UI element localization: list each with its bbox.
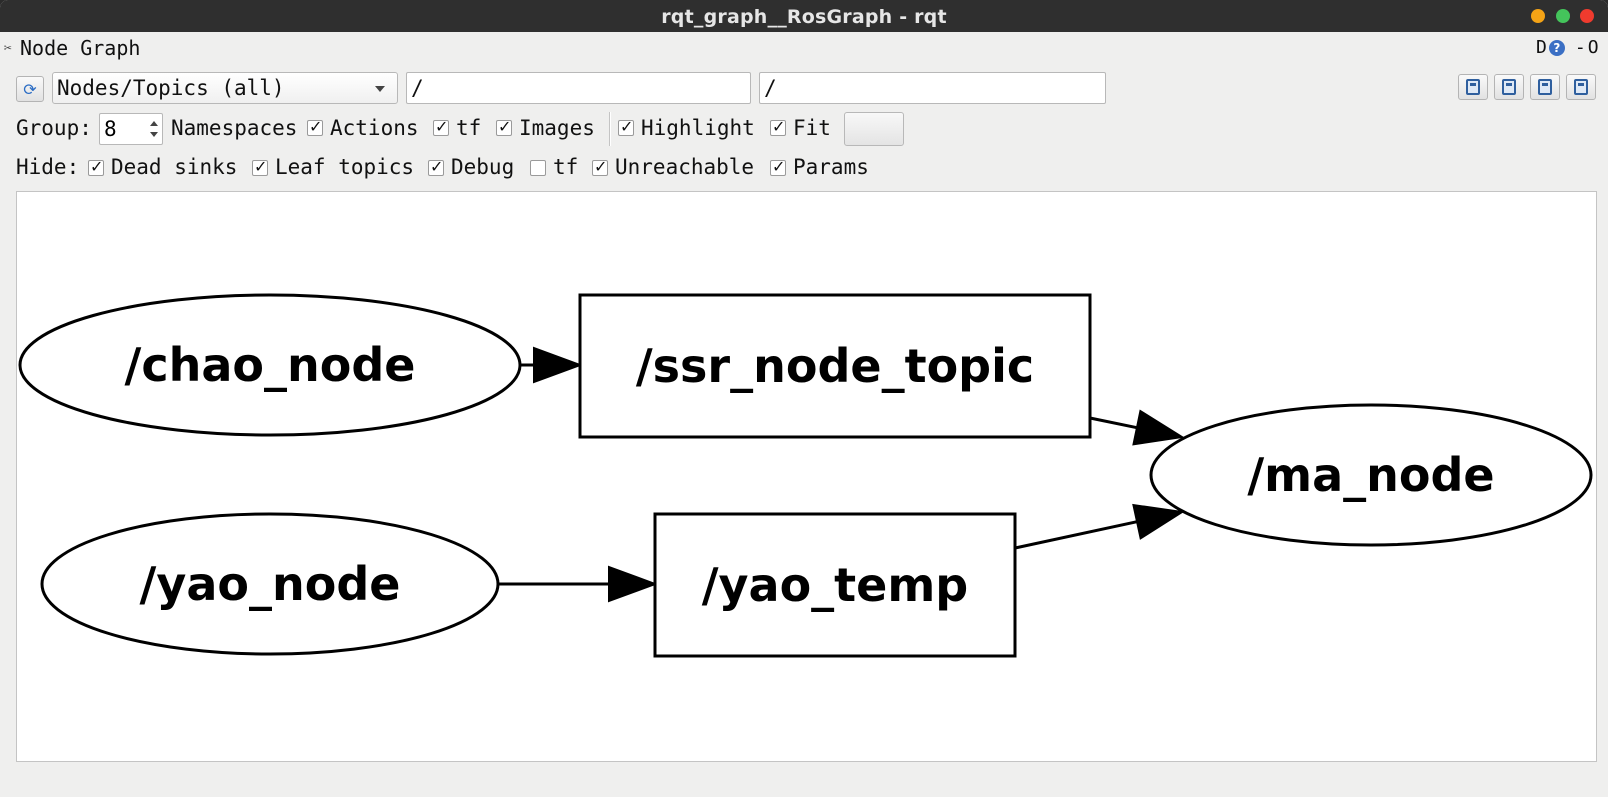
close-window-button[interactable]	[1580, 9, 1594, 23]
leaf-topics-checkbox[interactable]	[252, 157, 268, 176]
ros-node-chao[interactable]	[18, 293, 522, 437]
save-dot-button[interactable]	[1494, 74, 1524, 100]
highlight-label[interactable]: Highlight	[641, 116, 755, 140]
save-svg-icon	[1538, 79, 1552, 95]
debug-checkbox[interactable]	[428, 157, 444, 176]
plugin-title: Node Graph	[20, 36, 141, 60]
dock-button[interactable]: D	[1536, 37, 1547, 58]
load-dot-button[interactable]	[1458, 74, 1488, 100]
toolbar-separator	[609, 112, 611, 146]
topic-filter-input[interactable]: /	[759, 72, 1106, 104]
group-spinbox[interactable]: 8	[99, 113, 163, 145]
topic-label-yaotemp: /yao_temp	[702, 558, 968, 612]
load-icon	[1466, 79, 1480, 95]
edge-ssr-to-ma[interactable]	[1089, 416, 1138, 430]
graph-type-select[interactable]: Nodes/Topics (all)	[52, 72, 398, 104]
actions-label[interactable]: Actions	[330, 116, 419, 140]
dead-sinks-label[interactable]: Dead sinks	[111, 155, 238, 179]
fit-in-view-button[interactable]	[844, 112, 904, 146]
help-icon[interactable]: ?	[1548, 39, 1565, 56]
hide-label: Hide:	[16, 155, 80, 179]
debug-label[interactable]: Debug	[451, 155, 515, 179]
plugin-handle-icon[interactable]: ✂	[4, 41, 12, 56]
unreachable-label[interactable]: Unreachable	[615, 155, 755, 179]
minimize-button[interactable]	[1531, 9, 1545, 23]
save-dot-icon	[1502, 79, 1516, 95]
edge-arrowhead-yaotemp-to-ma	[1132, 503, 1185, 540]
edge-arrowhead-yao-to-yaotemp	[608, 565, 658, 603]
topic-label-ssr: /ssr_node_topic	[636, 339, 1034, 393]
minimize-plugin-button[interactable]: -	[1574, 37, 1586, 58]
ros-node-yao[interactable]	[40, 512, 500, 656]
ros-topic-ssr[interactable]	[578, 293, 1092, 439]
node-label-yao: /yao_node	[140, 557, 401, 611]
tf-checkbox[interactable]	[433, 117, 449, 136]
hide-tf-checkbox[interactable]	[530, 160, 546, 176]
edge-yaotemp-to-ma[interactable]	[1014, 520, 1138, 550]
graph-type-value: Nodes/Topics (all)	[57, 76, 285, 100]
spin-up-icon[interactable]	[150, 121, 158, 126]
group-label: Group:	[16, 116, 92, 140]
node-label-ma: /ma_node	[1247, 448, 1494, 502]
ros-node-ma[interactable]	[1149, 403, 1593, 547]
chevron-down-icon	[375, 86, 385, 92]
actions-checkbox[interactable]	[307, 117, 323, 136]
close-plugin-button[interactable]: O	[1587, 37, 1599, 58]
maximize-button[interactable]	[1556, 9, 1570, 23]
ros-graph-svg[interactable]: /chao_node/yao_node/ma_node/ssr_node_top…	[17, 192, 1596, 761]
images-label[interactable]: Images	[519, 116, 595, 140]
node-label-chao: /chao_node	[125, 338, 416, 392]
group-value: 8	[104, 117, 117, 141]
image-icon	[1574, 79, 1588, 95]
edge-arrowhead-chao-to-ssr	[533, 346, 583, 384]
ros-topic-yaotemp[interactable]	[653, 512, 1017, 658]
tf-label[interactable]: tf	[456, 116, 482, 140]
dead-sinks-checkbox[interactable]	[88, 157, 104, 176]
leaf-topics-label[interactable]: Leaf topics	[275, 155, 415, 179]
refresh-icon: ⟳	[23, 79, 37, 99]
images-checkbox[interactable]	[496, 117, 512, 136]
unreachable-checkbox[interactable]	[592, 157, 608, 176]
highlight-checkbox[interactable]	[618, 117, 634, 136]
namespaces-label[interactable]: Namespaces	[171, 116, 298, 140]
fit-label[interactable]: Fit	[793, 116, 831, 140]
save-svg-button[interactable]	[1530, 74, 1560, 100]
window-title: rqt_graph__RosGraph - rqt	[661, 6, 947, 28]
edge-arrowhead-ssr-to-ma	[1132, 409, 1185, 446]
spin-down-icon[interactable]	[150, 132, 158, 137]
params-checkbox[interactable]	[770, 157, 786, 176]
title-bar: rqt_graph__RosGraph - rqt	[0, 0, 1608, 32]
refresh-button[interactable]: ⟳	[16, 76, 44, 102]
node-filter-input[interactable]: /	[406, 72, 751, 104]
params-label[interactable]: Params	[793, 155, 869, 179]
save-image-button[interactable]	[1566, 74, 1596, 100]
plugin-dock-buttons: D ? - O	[1536, 37, 1599, 58]
graph-canvas[interactable]: /chao_node/yao_node/ma_node/ssr_node_top…	[16, 191, 1597, 762]
fit-checkbox[interactable]	[770, 117, 786, 136]
hide-tf-label[interactable]: tf	[553, 155, 579, 179]
